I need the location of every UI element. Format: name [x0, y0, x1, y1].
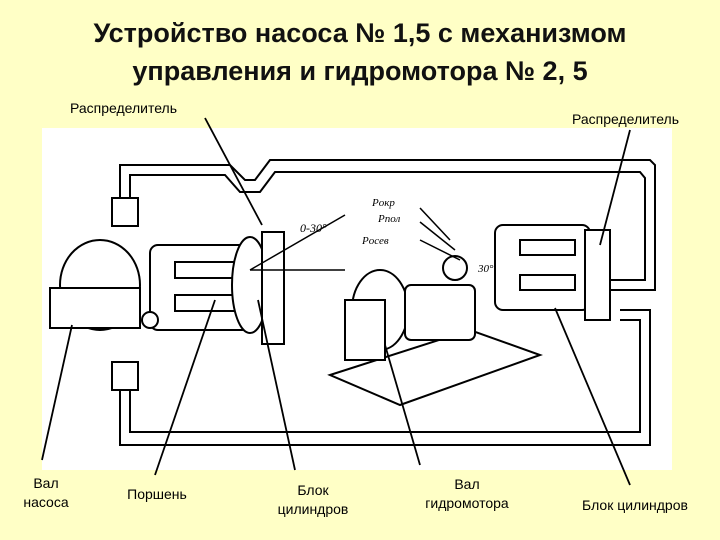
leader-motor-shaft: [384, 344, 421, 466]
motor-force-lines: [419, 207, 461, 261]
label-motor-shaft-line-1: Вал: [454, 476, 480, 492]
pump-shaft: [49, 287, 141, 329]
label-cyl-block-line-1: Блок: [297, 482, 329, 498]
motor-piston-2: [519, 274, 576, 291]
label-pump-shaft: Вал насоса: [8, 474, 84, 512]
leader-cyl-block-right: [554, 307, 631, 486]
pump-piston-1: [174, 261, 236, 279]
label-distributor-left: Распределитель: [70, 100, 178, 116]
slide-title: Устройство насоса № 1,5 с механизмом упр…: [60, 14, 660, 90]
title-line-2: управления и гидромотора № 2, 5: [132, 56, 588, 86]
motor-shaft: [344, 299, 386, 361]
leader-distributor-left: [204, 117, 263, 226]
label-cyl-block-right: Блок цилиндров: [582, 497, 688, 513]
pump-joint: [141, 311, 159, 329]
leader-distributor-right: [599, 129, 631, 246]
motor-angle-text: 30°: [477, 263, 494, 275]
pump-angle-text: 0-30°: [300, 221, 327, 235]
leader-cyl-block: [257, 299, 296, 471]
motor-cylinder-block: [494, 224, 591, 311]
leader-pump-shaft: [41, 324, 73, 461]
motor-joint: [442, 255, 468, 281]
motor-unit: [327, 224, 611, 407]
title-line-1: Устройство насоса № 1,5 с механизмом: [93, 18, 627, 48]
pump-support: [261, 231, 285, 345]
p-osev-text: Pосев: [361, 235, 389, 247]
label-cyl-block: Блок цилиндров: [258, 481, 368, 519]
label-distributor-right: Распределитель: [572, 111, 680, 127]
label-motor-shaft: Вал гидромотора: [402, 475, 532, 513]
p-pol-text: Pпол: [377, 213, 400, 225]
p-okr-text: Pокр: [371, 197, 395, 209]
hydraulic-lines: [119, 159, 656, 446]
label-pump-shaft-line-1: Вал: [33, 475, 59, 491]
pump-angle-lines: [249, 214, 346, 271]
pump-top-fitting: [111, 197, 139, 227]
label-cyl-block-line-2: цилиндров: [277, 501, 349, 517]
label-pump-shaft-line-2: насоса: [23, 494, 69, 510]
leader-lines: [41, 117, 631, 486]
pump-unit: [49, 197, 285, 391]
pump-bottom-fitting: [111, 361, 139, 391]
motor-bearing: [404, 284, 476, 341]
pump-piston-2: [174, 294, 236, 312]
motor-base-plate: [327, 328, 543, 407]
label-piston: Поршень: [127, 486, 187, 502]
label-motor-shaft-line-2: гидромотора: [425, 495, 509, 511]
motor-piston-1: [519, 239, 576, 256]
leader-piston: [154, 299, 216, 476]
motor-distributor: [584, 229, 611, 321]
